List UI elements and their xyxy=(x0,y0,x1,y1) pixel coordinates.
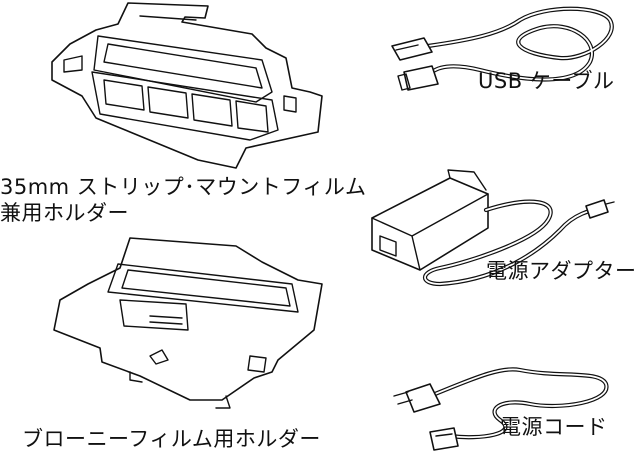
brownie-film-holder-label: ブローニーフィルム用ホルダー xyxy=(22,427,321,451)
ac-adapter-label: 電源アダプター xyxy=(486,259,637,283)
power-cord-label: 電源コード xyxy=(500,415,608,439)
power-cord-illustration xyxy=(393,367,609,451)
film-holder-35mm-label-line2: 兼用ホルダー xyxy=(0,201,129,225)
ac-adapter-illustration xyxy=(371,169,615,287)
usb-cable-illustration xyxy=(391,6,614,91)
usb-cable-label: USB ケーブル xyxy=(478,69,615,93)
film-holder-35mm-illustration xyxy=(51,2,323,169)
brownie-film-holder-illustration xyxy=(53,237,323,409)
film-holder-35mm-label-line1: 35mm ストリップ･マウントフィルム xyxy=(0,175,367,199)
